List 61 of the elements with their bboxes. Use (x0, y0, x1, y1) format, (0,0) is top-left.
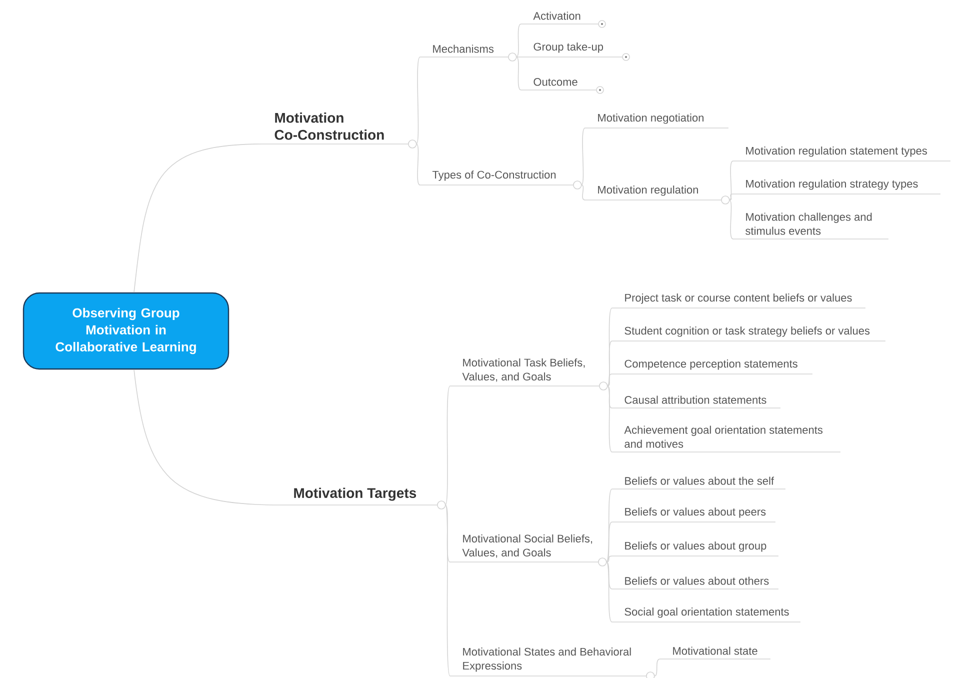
branch-line (607, 374, 612, 386)
branch-line (729, 160, 734, 200)
branch-line (607, 386, 612, 452)
topic-item: Motivation Targets (280, 488, 446, 510)
topic-item: Motivational States and Behavioral Expressions (450, 648, 655, 678)
branch-line (606, 522, 612, 562)
root-topic-box: Observing Group Motivation in Collaborative Learning (22, 292, 230, 370)
topic-item: Group take-up (520, 42, 623, 58)
branch-line (581, 184, 586, 200)
topic-item: Motivation negotiation (584, 114, 729, 128)
topic-item: Types of Co-Construction (420, 170, 582, 190)
topic-item: Student cognition or task strategy beliefs or values (612, 326, 886, 342)
branch-line (445, 504, 450, 562)
topic-item: Beliefs or values about the self (612, 476, 786, 490)
branch-line (607, 340, 612, 386)
topic-item: Social goal orientation statements (612, 608, 801, 622)
node-label: Types of Co-Construction (432, 170, 556, 181)
topic-item: Motivation challenges and stimulus events (732, 212, 889, 240)
branch-line (606, 488, 612, 562)
branch-line (729, 194, 734, 200)
branch-line (607, 308, 612, 386)
topic-item: Beliefs or values about peers (612, 508, 776, 522)
topic-item: Mechanisms (420, 44, 517, 62)
topic-item: Activation (520, 12, 599, 24)
branch-line (416, 144, 420, 186)
topic-item: Motivational state (660, 646, 771, 660)
topic-item: Motivation Co-Construction (262, 112, 417, 148)
node-label: Motivation Co-Construction (274, 112, 384, 140)
topic-item: Motivational Task Beliefs, Values, and Goals (450, 358, 608, 390)
branch-line (606, 556, 612, 562)
node-label: Motivational States and Behavioral Expressions (463, 648, 631, 672)
node-label: Mechanisms (433, 44, 494, 53)
topic-item: Causal attribution statements (612, 396, 781, 408)
topic-item: Motivational Social Beliefs, Values, and Goals (450, 534, 607, 566)
branch-line (607, 386, 612, 408)
topic-item: Motivation regulation strategy types (732, 180, 941, 194)
topic-item: Competence perception statements (612, 360, 813, 374)
branch-line (416, 56, 420, 144)
topic-item: Motivation regulation (584, 186, 730, 204)
topic-item: Motivation regulation statement types (732, 146, 951, 162)
topic-item: Achievement goal orientation statements and motives (612, 426, 841, 452)
branch-line (516, 56, 522, 90)
branch-line (134, 144, 262, 293)
branch-line (581, 128, 586, 186)
branch-line (729, 200, 734, 240)
topic-item: Outcome (520, 78, 597, 90)
branch-line (606, 562, 612, 622)
node-label: Motivation Targets (294, 488, 416, 501)
branch-line (516, 24, 522, 58)
node-label: Motivation regulation (598, 186, 698, 196)
branch-line (134, 369, 282, 506)
branch-line (654, 658, 660, 676)
node-label: Motivational Social Beliefs, Values, and Goals (462, 534, 592, 558)
branch-line (445, 504, 450, 676)
branch-line (445, 386, 450, 506)
topic-item: Beliefs or values about others (612, 576, 779, 590)
topic-item: Beliefs or values about group (612, 542, 779, 556)
topic-item: Project task or course content beliefs or values (612, 294, 866, 308)
node-label: Motivational Task Beliefs, Values, and Goals (462, 358, 585, 382)
branch-line (606, 562, 612, 590)
branch-line (516, 56, 522, 58)
